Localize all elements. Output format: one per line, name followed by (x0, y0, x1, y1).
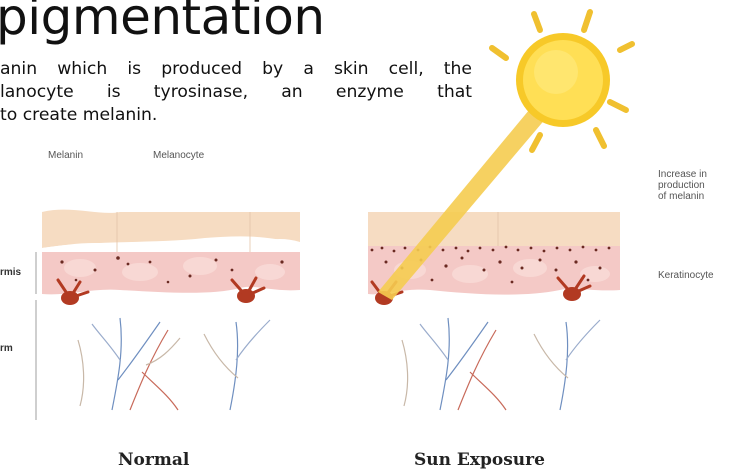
caption-sun-exposure: Sun Exposure (414, 450, 545, 470)
increase-melanin-label-line-3: of melanin (658, 191, 704, 202)
epidermis-label: rmis (0, 267, 21, 278)
sun-stratum-layer (368, 212, 620, 246)
sun-icon (492, 12, 632, 150)
normal-skin-panel (42, 210, 300, 410)
sun-dermis-vessels (402, 318, 600, 410)
dermis-label: rm (0, 343, 13, 354)
melanocyte-label: Melanocyte (153, 150, 204, 161)
increase-melanin-label-line-1: Increase in (658, 169, 707, 180)
increase-melanin-label-line-2: production (658, 180, 705, 191)
keratinocyte-label: Keratinocyte (658, 270, 714, 281)
caption-normal: Normal (118, 450, 189, 470)
sun-exposure-skin-panel (368, 212, 620, 410)
melanin-label: Melanin (48, 150, 83, 161)
normal-dermis-vessels (78, 318, 270, 410)
